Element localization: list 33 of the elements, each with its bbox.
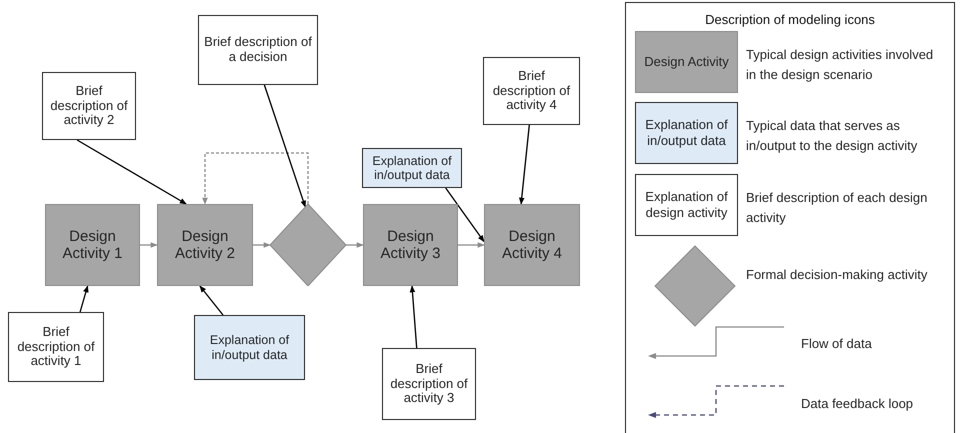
leader-line <box>410 285 418 348</box>
leader-line <box>264 84 306 208</box>
legend-text: Data feedback loop <box>801 395 914 413</box>
flow-arrow <box>346 242 364 248</box>
legend-sample-box: Explanation of design activity <box>635 174 738 236</box>
activity-box: Design Activity 3 <box>363 204 458 286</box>
note-box: Brief description of activity 3 <box>382 348 476 420</box>
note-box: Brief description of activity 1 <box>8 312 104 382</box>
note-box: Brief description of activity 4 <box>483 57 580 125</box>
legend-text: Typical design activities involved in the design scenario <box>746 46 934 84</box>
leader-line <box>445 188 485 242</box>
activity-box: Design Activity 1 <box>45 204 140 286</box>
activity-box: Design Activity 2 <box>157 204 253 286</box>
leader-line <box>199 285 224 316</box>
legend-text: Formal decision-making activity <box>746 266 928 284</box>
leader-line <box>76 139 187 205</box>
leader-line <box>79 285 89 312</box>
legend-text: Typical data that serves as in/output to the design activity <box>746 117 918 155</box>
note-box: Brief description of activity 2 <box>42 72 136 140</box>
leader-line <box>518 124 530 205</box>
flow-arrow <box>140 242 158 248</box>
legend-sample-box: Design Activity <box>635 31 738 93</box>
activity-box: Design Activity 4 <box>484 204 580 286</box>
data-box: Explanation of in/output data <box>362 148 462 188</box>
legend-text: Flow of data <box>801 335 873 353</box>
flow-arrow <box>458 242 485 248</box>
legend-sample-box: Explanation of in/output data <box>635 102 738 164</box>
data-box: Explanation of in/output data <box>194 315 305 380</box>
feedback-arrow <box>202 152 309 205</box>
legend-title: Description of modeling icons <box>704 12 876 27</box>
flow-arrow <box>253 242 271 248</box>
legend-text: Brief description of each design activity <box>746 189 928 227</box>
note-box: Brief description of a decision <box>198 15 318 85</box>
